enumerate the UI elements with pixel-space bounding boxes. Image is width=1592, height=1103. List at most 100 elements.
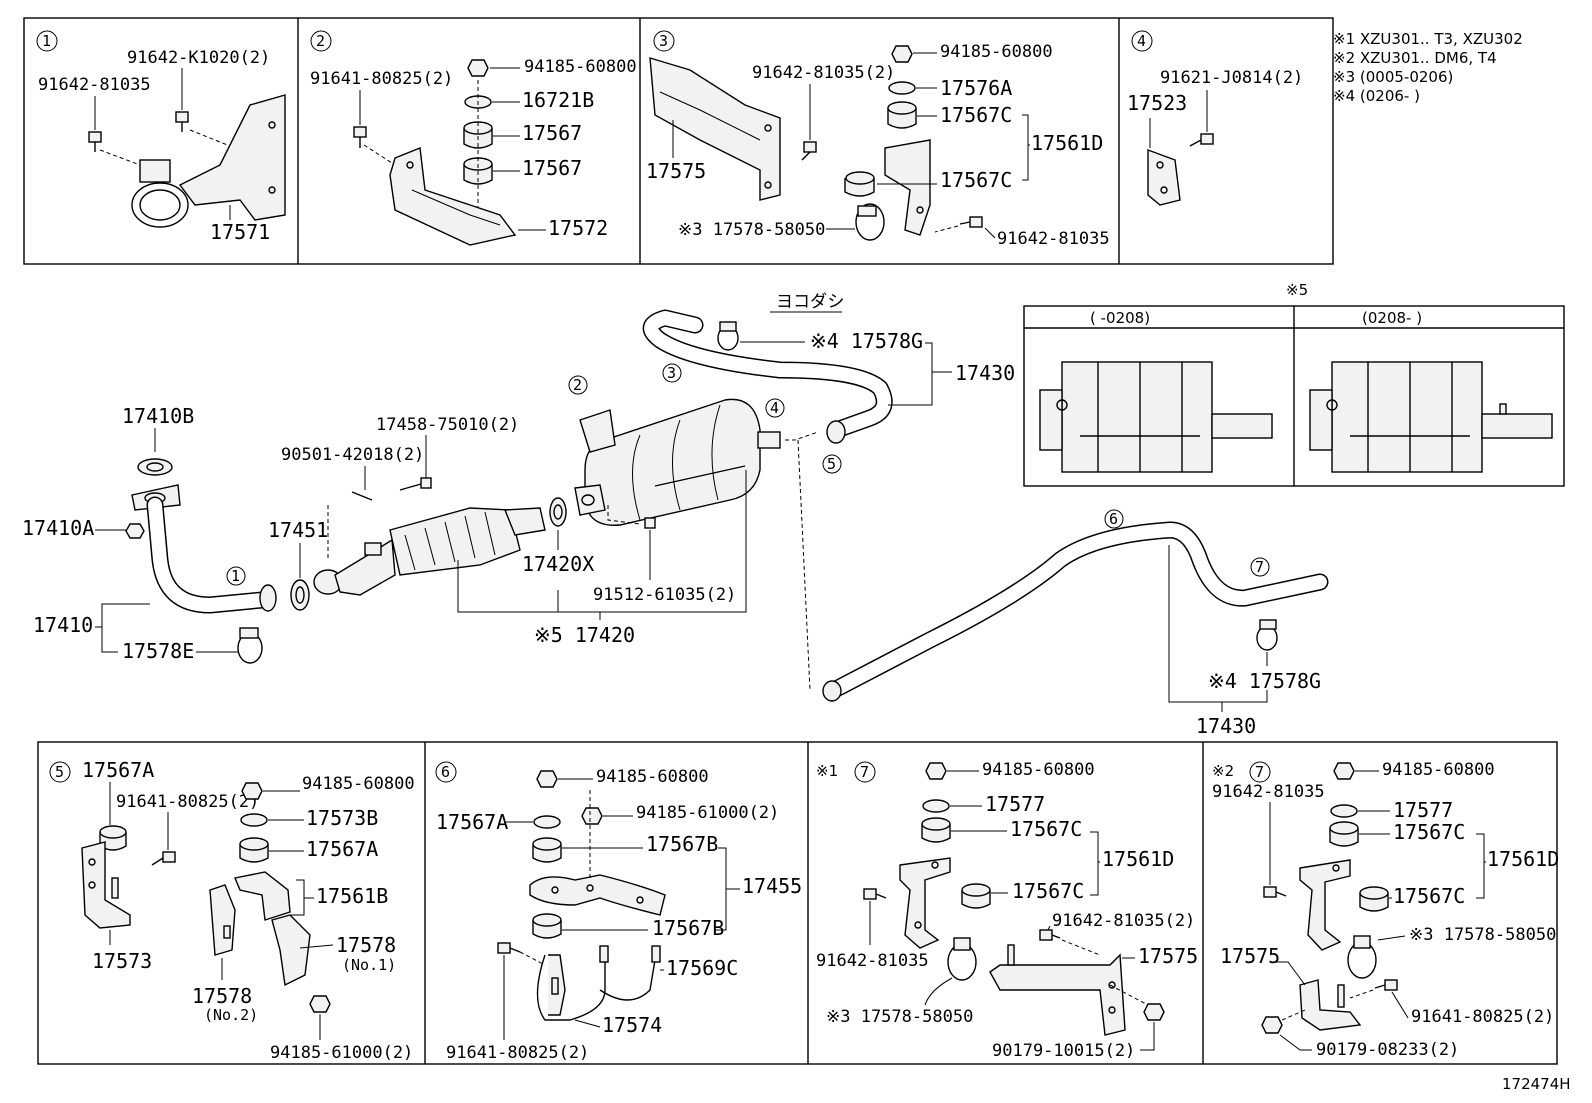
panel-7b-label-17567c-b: 17567C: [1393, 884, 1465, 908]
panel-6-label-17567a: 17567A: [436, 810, 508, 834]
panel-3-label-91642-81035-2: 91642-81035(2): [752, 63, 895, 83]
panel-5-label-17567a-top: 17567A: [82, 758, 154, 782]
cushion-icon: [532, 837, 562, 863]
panel-7b-label-17567c-a: 17567C: [1393, 820, 1465, 844]
panel-5-label-no1: (No.1): [342, 956, 396, 974]
gasket-17420x-icon: [549, 497, 567, 527]
panel-3-label-17578-58050: ※3 17578-58050: [678, 220, 825, 240]
bolt-icon: [353, 126, 367, 148]
callout-4: 4: [770, 399, 779, 417]
cushion-icon: [844, 171, 875, 197]
cushion-icon: [532, 913, 562, 939]
panel-7b-note: ※2: [1212, 762, 1234, 780]
panel-7b-label-94185-60800: 94185-60800: [1382, 760, 1495, 780]
panel-3-label-17567c-b: 17567C: [940, 168, 1012, 192]
clamp-17578-no2-icon: [209, 884, 236, 956]
panel-7b-label-90179-08233: 90179-08233(2): [1316, 1040, 1459, 1060]
inset-col-1-label: ( -0208): [1090, 309, 1150, 327]
bracket-17575-icon: [1299, 979, 1362, 1031]
legend-note-4: ※4 (0206- ): [1333, 87, 1420, 105]
bolt-icon: [801, 141, 817, 161]
panel-6-label-17574: 17574: [602, 1013, 662, 1037]
muffler-variant-inset: ※5 ( -0208) (0208- ): [1023, 281, 1565, 487]
gasket-17410b-icon: [137, 458, 173, 476]
panel-7b-label-91641-80825: 91641-80825(2): [1411, 1007, 1554, 1027]
tail-pipe-17430-lower-icon: [822, 521, 1329, 702]
callout-1: 1: [231, 567, 240, 585]
panel-6: 6 94185-60800 17567A 94185-61000(2) 1756…: [435, 761, 802, 1063]
panel-6-label-17567b-a: 17567B: [646, 832, 718, 856]
label-17420: ※5 17420: [534, 623, 635, 647]
panel-7a-label-17577: 17577: [985, 792, 1045, 816]
nut-icon: [925, 762, 947, 780]
clamp-icon: [855, 203, 885, 241]
label-91512-61035: 91512-61035(2): [593, 585, 736, 605]
inset-title: ※5: [1286, 281, 1308, 299]
panel-6-label-94185-61000: 94185-61000(2): [636, 803, 779, 823]
panel-6-label-17455: 17455: [742, 874, 802, 898]
panel-5-label-91641-80825: 91641-80825(2): [116, 792, 259, 812]
label-90501-42018: 90501-42018(2): [281, 445, 424, 465]
panel-7a-number: 7: [860, 763, 869, 781]
panel-3-label-91642-81035: 91642-81035: [997, 229, 1110, 249]
label-yokodashi: ヨコダシ: [776, 292, 844, 312]
bracket-17561d-icon: [884, 139, 931, 236]
panel-1: 1 91642-K1020(2) 91642-81035 17571: [36, 30, 286, 244]
legend-note-3: ※3 (0005-0206): [1333, 68, 1453, 86]
panel-6-label-94185-60800: 94185-60800: [596, 767, 709, 787]
callout-6: 6: [1109, 510, 1118, 528]
muffler-early-icon: [1039, 361, 1273, 473]
nut-icon: [467, 59, 489, 77]
bracket-17455-icon: [529, 874, 666, 916]
panel-3: 3 94185-60800 91642-81035(2) 17576A 1756…: [646, 30, 1110, 249]
panel-4-label-17523: 17523: [1127, 91, 1187, 115]
panel-5-label-no2: (No.2): [204, 1006, 258, 1024]
panel-2-label-17567-a: 17567: [522, 121, 582, 145]
callout-2: 2: [573, 376, 582, 394]
panel-6-label-17569c: 17569C: [666, 956, 738, 980]
muffler-late-icon: [1309, 361, 1553, 473]
panel-2-label-16721b: 16721B: [522, 88, 594, 112]
bracket-17573-icon: [81, 841, 131, 929]
bolt-icon: [151, 851, 176, 866]
clamp-17578-no1-icon: [271, 914, 311, 987]
label-17410b: 17410B: [122, 404, 194, 428]
panel-1-label-91642-81035: 91642-81035: [38, 75, 151, 95]
panel-7a-label-17561d: 17561D: [1102, 847, 1174, 871]
nut-icon: [1261, 1016, 1283, 1034]
panel-5-label-17578-no1: 17578: [336, 933, 396, 957]
panel-6-number: 6: [441, 763, 450, 781]
gasket-17451-icon: [290, 579, 310, 611]
muffler-17420-icon: [574, 398, 781, 526]
legend-note-1: ※1 XZU301.. T3, XZU302: [1333, 30, 1523, 48]
panel-5: 5 17567A 94185-60800 91641-80825(2) 1757…: [49, 758, 415, 1063]
panel-1-label-91642-k1020: 91642-K1020(2): [127, 48, 270, 68]
bolt-icon: [497, 942, 521, 954]
bracket-17575-icon: [649, 57, 781, 201]
panel-5-label-94185-61000: 94185-61000(2): [270, 1043, 413, 1063]
label-17451: 17451: [268, 518, 328, 542]
clamp-17574-icon: [548, 954, 566, 1016]
panel-3-label-17575: 17575: [646, 159, 706, 183]
label-17410a: 17410A: [22, 516, 94, 540]
washer-icon: [922, 799, 950, 813]
panel-1-number: 1: [42, 32, 51, 50]
bracket-17571-icon: [178, 94, 286, 221]
cushion-icon: [921, 817, 951, 843]
panel-7-variant-2: ※2 7 94185-60800 91642-81035 17577 17567…: [1212, 760, 1559, 1060]
panel-2-label-91641-80825: 91641-80825(2): [310, 69, 453, 89]
panel-7b-label-17561d: 17561D: [1487, 847, 1559, 871]
inset-col-2-label: (0208- ): [1362, 309, 1422, 327]
washer-icon: [240, 813, 268, 827]
nut-icon: [581, 807, 603, 825]
legend-note-2: ※2 XZU301.. DM6, T4: [1333, 49, 1497, 67]
cushion-icon: [1359, 886, 1389, 912]
panel-7a-label-17567c-a: 17567C: [1010, 817, 1082, 841]
nut-icon: [125, 523, 145, 539]
panel-7a-label-17567c-b: 17567C: [1012, 879, 1084, 903]
legend: ※1 XZU301.. T3, XZU302 ※2 XZU301.. DM6, …: [1333, 30, 1523, 105]
label-17410: 17410: [33, 613, 93, 637]
panel-5-label-94185-60800: 94185-60800: [302, 774, 415, 794]
nut-icon: [891, 45, 913, 63]
label-17430-lower: 17430: [1196, 714, 1256, 738]
